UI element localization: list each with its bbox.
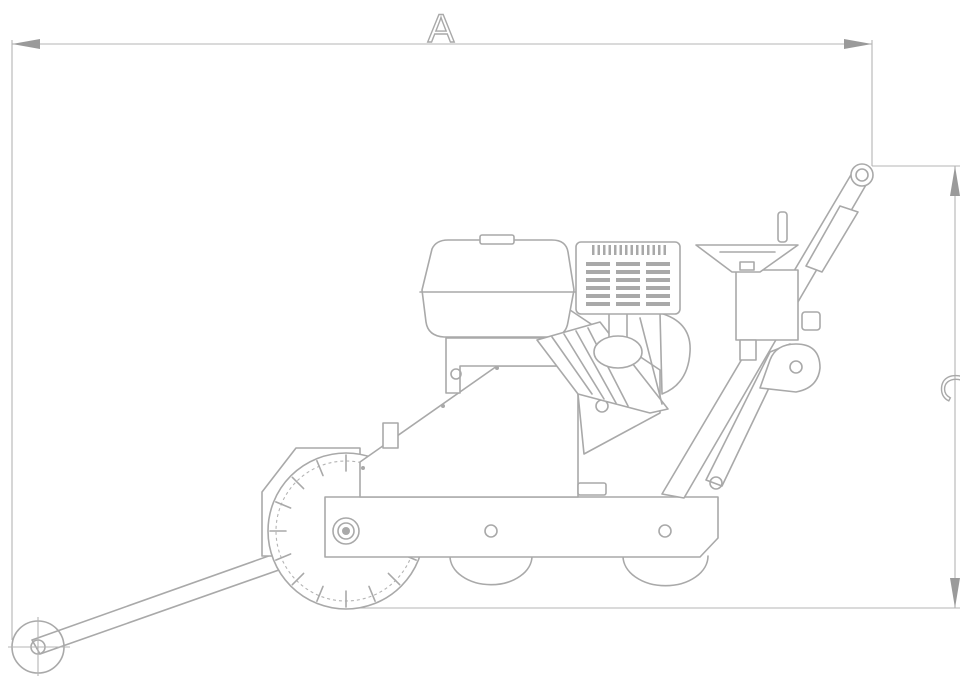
grill-slot [614,245,617,255]
fuel-cap [479,234,515,245]
dimension-a: A [11,6,873,640]
exhaust-elbow [593,335,643,369]
frame-bolt-right [658,524,672,538]
grill-bar [616,294,640,298]
fuel-tank [421,239,575,338]
blade-slot [274,553,292,561]
grill-bar [616,302,640,306]
recoil-starter [659,312,691,395]
rear-wheel-right [622,555,709,587]
blade-slot [274,501,292,509]
grill-bar [646,286,670,290]
blade-slot [291,572,305,586]
dimension-c-bottom-arrow [950,578,960,608]
blade-arbor-inner [337,522,355,540]
handle-assembly [661,163,874,499]
blade-slot [291,476,305,490]
engine [419,234,691,455]
grill-bar [646,278,670,282]
blade-slot [368,585,376,603]
grill-slot [603,245,606,255]
rear-wheel-left [449,555,533,586]
grill-bar [646,302,670,306]
wheels [449,555,709,587]
fin-2 [563,333,605,400]
lock-knob [801,311,821,331]
lift-lever-pivot [789,360,803,374]
grill-bar [616,270,640,274]
grill-bar [646,262,670,266]
grill-slot [592,245,595,255]
dimension-a-right-arrow [844,39,872,49]
blade-slot [316,585,324,603]
throttle-latch [577,482,607,496]
grill-bar [616,286,640,290]
grill-bar [586,270,610,274]
dimension-a-left-arrow [12,39,40,49]
handle-brace-pivot [709,476,723,490]
fin-3 [575,330,617,404]
belt-cover-tab [382,422,399,449]
dimension-a-label: A [428,7,455,51]
air-cleaner-grill [586,245,670,306]
grill-slot [641,245,644,255]
grill-slot [597,245,600,255]
grill-slot [630,245,633,255]
grill-slot [652,245,655,255]
frame-plate [324,496,719,558]
grill-slot [608,245,611,255]
grill-bar [646,294,670,298]
grill-slot [647,245,650,255]
handle-end-cap-inner [855,168,869,182]
grill-bar [646,270,670,274]
grill-bar [586,262,610,266]
grill-bar [586,302,610,306]
belt-cover-rivet-2 [495,366,499,370]
handle-end-cap [850,163,874,187]
belt-cover [359,365,607,498]
handle-grip [805,205,859,273]
depth-control-housing [735,269,799,341]
frame-bolt-left [484,524,498,538]
grill-slot [625,245,628,255]
grill-bar [586,294,610,298]
grill-slot [658,245,661,255]
belt-cover-rivet-3 [361,466,365,470]
handwheel-hub [739,261,755,271]
grill-slot [619,245,622,255]
grill-bar [616,262,640,266]
blade-slot [387,572,401,586]
main-frame [324,496,719,558]
depth-control-post [739,339,757,361]
blade-arbor-outer [332,517,360,545]
belt-cover-rivet-1 [441,404,445,408]
grill-bar [586,286,610,290]
grill-slot [636,245,639,255]
dimension-c-top-arrow [950,166,960,196]
dimension-c: C [360,165,960,609]
grill-slot [663,245,666,255]
grill-bar [616,278,640,282]
grill-bar [586,278,610,282]
engine-mount-bolt [450,368,462,380]
blade-arbor-nut [342,527,350,535]
handwheel-knob [777,211,788,243]
blade-slot [316,459,324,477]
fin-1 [551,336,593,395]
fin-5 [639,317,663,405]
dimension-c-label: C [933,374,960,403]
